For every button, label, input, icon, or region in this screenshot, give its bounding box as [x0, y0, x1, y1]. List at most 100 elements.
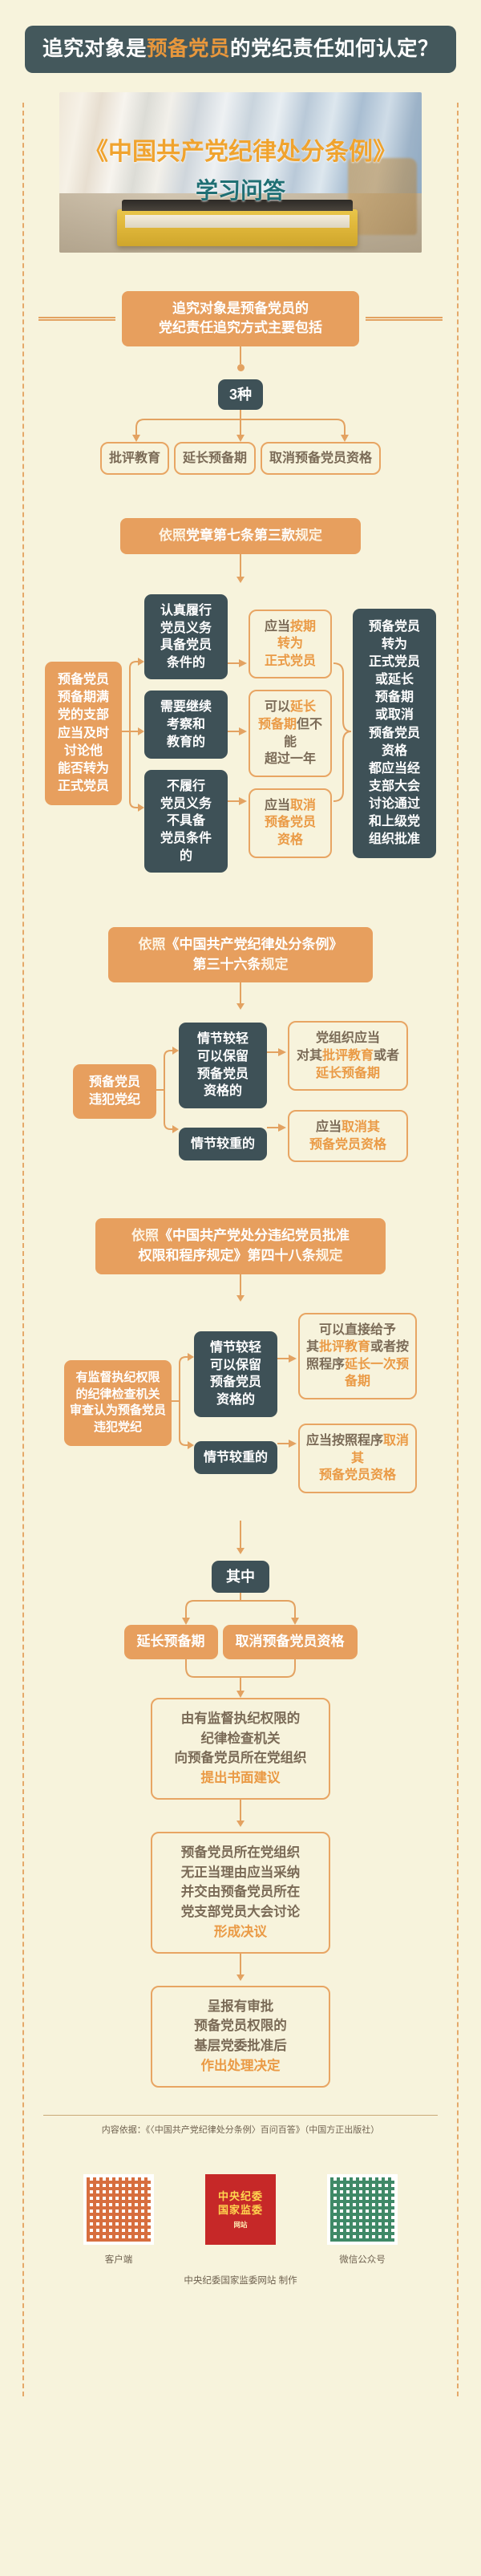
section2-condition-col: 认真履行 党员义务 具备党员 条件的 需要继续 考察和 教育的 不履行 党员义务… [144, 594, 228, 873]
step-box-2: 预备党员所在党组织 无正当理由应当采纳 并交由预备党员所在 党支部党员大会讨论 … [151, 1831, 330, 1954]
connector-2 [240, 554, 241, 577]
footer-credit: 中央纪委国家监委网站 制作 [184, 2276, 297, 2286]
qizhong-badge: 其中 [212, 1560, 269, 1594]
section4-heading-main: 《中国共产党处分违纪党员批准 [159, 1228, 350, 1244]
option-revoke-qualification[interactable]: 取消预备党员资格 [261, 442, 382, 476]
section4-condition-1: 情节较轻 可以保留 预备党员 资格的 [194, 1331, 277, 1417]
qr-caption-wechat: 微信公众号 [339, 2255, 386, 2266]
arrow-down-4 [236, 1294, 245, 1302]
section3-brace-left [156, 1030, 179, 1154]
section4-result-1: 可以直接给予 其批评教育或者按照程序延长一次预备期 [298, 1312, 417, 1400]
s3-r2-hl1: 取消其 预备党员资格 [309, 1120, 386, 1152]
arrow-down-2 [236, 577, 245, 583]
connector-1 [240, 346, 241, 364]
section3-heading-line2: 第三十六条 [192, 956, 261, 972]
section4-brace-left [172, 1333, 194, 1473]
arrow-down-3 [236, 1003, 245, 1011]
branch-connector-3way [132, 410, 349, 443]
arrow-down-step-1 [236, 1820, 245, 1827]
qr-caption-app: 客户端 [104, 2255, 133, 2266]
connector-4 [240, 1274, 241, 1295]
s2-r1-highlight: 按期 转为 正式党员 [264, 619, 317, 668]
section2-result-1: 应当按期 转为 正式党员 [249, 609, 332, 679]
step1-text: 由有监督执纪权限的 纪律检查机关 向预备党员所在党组织 [174, 1711, 307, 1766]
section1-heading-line1: 追究对象是预备党员的 [172, 300, 309, 316]
section2-condition-2: 需要继续 考察和 教育的 [144, 691, 228, 759]
qr-item-app[interactable]: 客户端 [77, 2174, 160, 2266]
section2-matrix: 预备党员 预备期满 党的支部 应当及时 讨论他 能否转为 正式党员 认真履行 党… [0, 594, 481, 873]
option5-revoke-qualification[interactable]: 取消预备党员资格 [222, 1625, 358, 1659]
step3-text: 呈报有审批 预备党员权限的 基层党委批准后 [194, 1999, 287, 2054]
qr-code-wechat[interactable] [327, 2174, 398, 2246]
qr-item-emblem: 中央纪委 国家监委 网站 [199, 2174, 282, 2253]
section3-heading-suffix: 规定 [261, 956, 289, 972]
section2-heading: 依照党章第七条第三款规定 [120, 518, 361, 554]
s3-r2-pre: 应当 [315, 1120, 342, 1135]
arrow-down-step-2 [236, 1974, 245, 1981]
s3-r1-hl1: 批评教育 [321, 1049, 374, 1063]
s3-r1-pre: 党组织应当 对其 [296, 1031, 380, 1063]
title-part1: 追究对象是 [42, 38, 147, 60]
option-criticism-education[interactable]: 批评教育 [99, 442, 169, 476]
qr-code-app[interactable] [83, 2174, 154, 2246]
page-title: 追究对象是预备党员的党纪责任如何认定？ [33, 37, 448, 62]
option5-extend-probation[interactable]: 延长预备期 [123, 1625, 218, 1659]
page-title-bar: 追究对象是预备党员的党纪责任如何认定？ [25, 26, 456, 73]
section4-result-col: 可以直接给予 其批评教育或者按照程序延长一次预备期 应当按照程序取消其 预备党员… [298, 1312, 417, 1493]
count-badge: 3种 [217, 379, 263, 411]
section3-result-2: 应当取消其 预备党员资格 [288, 1110, 408, 1163]
s2-r1-prefix: 应当 [264, 619, 290, 634]
s2-r3-prefix: 应当 [264, 798, 290, 812]
step-box-1: 由有监督执纪权限的 纪律检查机关 向预备党员所在党组织 提出书面建议 [151, 1697, 330, 1800]
book-shape [117, 199, 358, 246]
section2-far-box: 预备党员 转为 正式党员 或延长 预备期 或取消 预备党员 资格 都应当经 支部… [353, 609, 436, 859]
arrow-down-5 [236, 1547, 245, 1554]
section4-heading-suffix: 规定 [315, 1248, 343, 1264]
chair-shape [348, 157, 417, 235]
section3-heading-prefix: 依照 [138, 937, 166, 953]
section2-result-3: 应当取消 预备党员 资格 [249, 788, 332, 858]
s3-r1-hl2: 延长预备期 [315, 1066, 380, 1080]
band-line-left [38, 316, 115, 321]
option-extend-probation[interactable]: 延长预备期 [173, 442, 256, 476]
section1-heading: 追究对象是预备党员的 党纪责任追究方式主要包括 [122, 290, 359, 346]
s2-r2-suffix: 但不能 超过一年 [264, 717, 323, 767]
s3-r1-mid: 或者 [374, 1049, 400, 1063]
qr-pattern-icon [87, 2177, 151, 2242]
section1-options: 批评教育 延长预备期 取消预备党员资格 [0, 442, 481, 476]
s2-r2-prefix: 可以 [264, 700, 290, 715]
section5-options: 延长预备期 取消预备党员资格 [0, 1625, 481, 1659]
section3-heading-main: 《中国共产党纪律处分条例》 [165, 937, 343, 953]
title-highlight: 预备党员 [146, 38, 230, 60]
hero-subtitle: 学习问答 [195, 179, 285, 205]
s4-r1-hl1: 批评教育 [318, 1340, 370, 1355]
section3-condition-2: 情节较重的 [179, 1127, 267, 1161]
emblem-badge: 中央纪委 国家监委 网站 [205, 2174, 276, 2246]
section4-result-2: 应当按照程序取消其 预备党员资格 [298, 1424, 417, 1493]
connector-3 [240, 982, 241, 1004]
section2-heading-prefix: 依照 [159, 528, 186, 544]
section3-condition-col: 情节较轻 可以保留 预备党员 资格的 情节较重的 [179, 1023, 267, 1161]
section3-matrix: 预备党员 违犯党纪 情节较轻 可以保留 预备党员 资格的 情节较重的 党组织应当… [0, 1021, 481, 1163]
section3-condition-1: 情节较轻 可以保留 预备党员 资格的 [179, 1023, 267, 1108]
section4-arrows [277, 1333, 298, 1473]
section3-left-box: 预备党员 违犯党纪 [73, 1064, 156, 1120]
title-part2: 的党纪责任如何认定？ [230, 38, 439, 60]
section2-heading-main: 党章第七条第三款 [186, 528, 295, 544]
section4-matrix: 有监督执纪权限 的纪律检查机关 审查认为预备党员 违犯党纪 情节较轻 可以保留 … [0, 1312, 481, 1493]
step1-highlight: 提出书面建议 [200, 1771, 281, 1785]
band-line-right [366, 316, 443, 321]
qr-item-wechat[interactable]: 微信公众号 [321, 2174, 404, 2266]
section4-left-box: 有监督执纪权限 的纪律检查机关 审查认为预备党员 违犯党纪 [64, 1359, 172, 1446]
section1-heading-row: 追究对象是预备党员的 党纪责任追究方式主要包括 [0, 290, 481, 346]
source-divider [43, 2114, 438, 2116]
s2-r3-highlight: 取消 预备党员 资格 [264, 798, 317, 847]
section3-left-col: 预备党员 违犯党纪 [73, 1064, 156, 1120]
section3-heading: 依照《中国共产党纪律处分条例》 第三十六条规定 [108, 927, 373, 983]
emblem-line1: 中央纪委 [217, 2189, 263, 2202]
section3-result-col: 党组织应当 对其批评教育或者延长预备期 应当取消其 预备党员资格 [288, 1021, 408, 1163]
connector-dot-1 [236, 363, 245, 371]
section2-left-col: 预备党员 预备期满 党的支部 应当及时 讨论他 能否转为 正式党员 [45, 662, 122, 805]
emblem-line2: 国家监委 [217, 2204, 263, 2217]
s4-r2-hl1: 取消其 预备党员资格 [318, 1434, 410, 1483]
